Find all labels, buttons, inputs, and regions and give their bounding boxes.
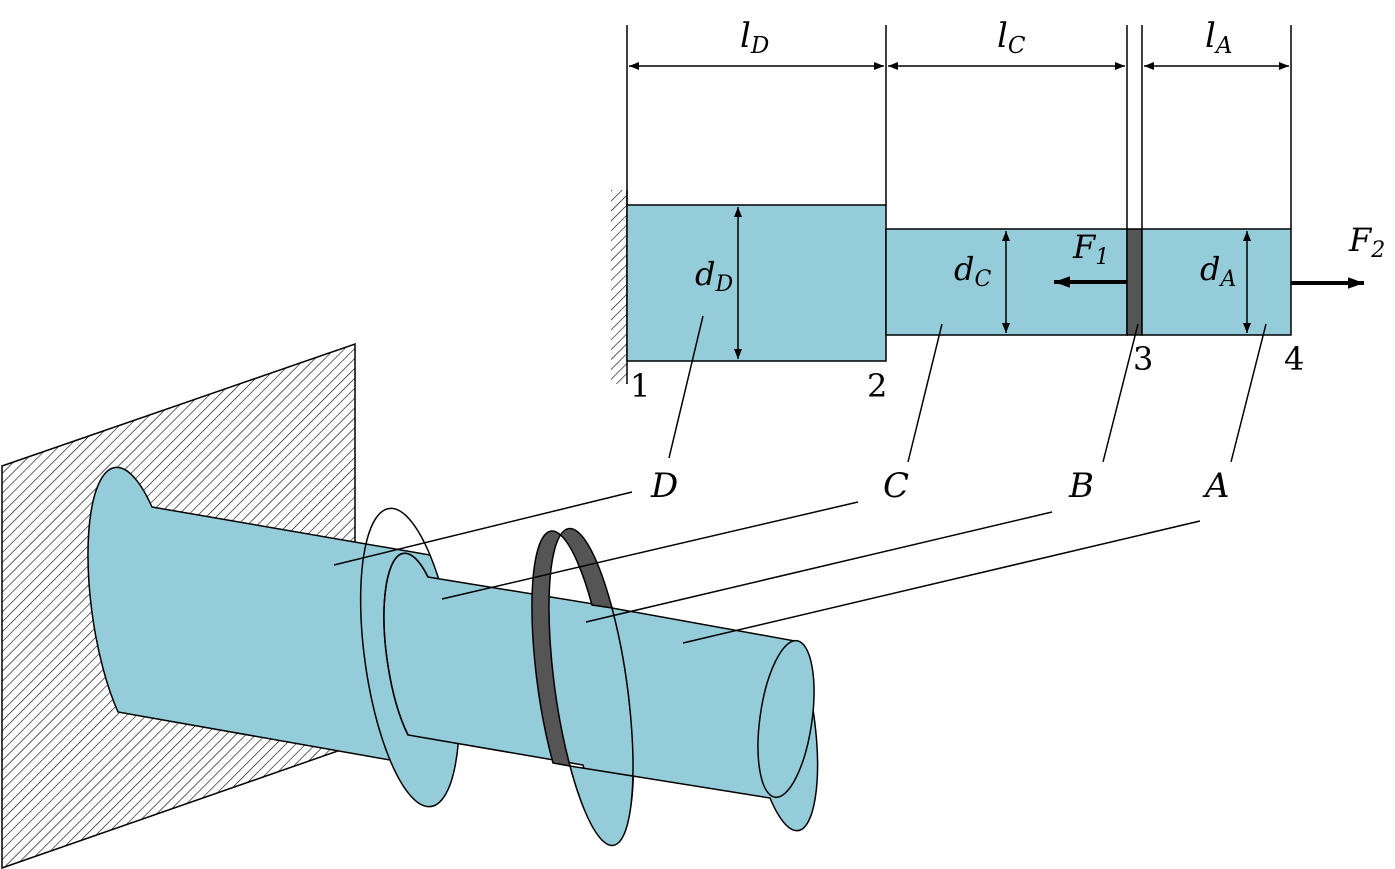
side-wall xyxy=(611,190,627,384)
leader-b-2d xyxy=(1102,323,1139,463)
labels: lD lC lA dD dC dA F1 F2 1 2 3 4 D C xyxy=(630,16,1385,506)
part-label-b: B xyxy=(1068,466,1094,506)
label-l-c: lC xyxy=(997,16,1026,59)
leader-a-2d xyxy=(1230,323,1267,463)
leader-b-3d xyxy=(585,511,1053,623)
part-label-c: C xyxy=(883,466,909,506)
label-l-d: lD xyxy=(740,16,769,59)
label-d-d: dD xyxy=(695,255,733,297)
part-label-d: D xyxy=(650,466,678,506)
station-4: 4 xyxy=(1284,340,1304,378)
label-f2: F2 xyxy=(1348,221,1385,263)
side-view xyxy=(611,25,1364,463)
segment-a xyxy=(1141,228,1292,336)
station-3: 3 xyxy=(1133,340,1153,378)
label-l-a: lA xyxy=(1205,16,1233,59)
part-label-a: A xyxy=(1202,466,1230,506)
segment-d xyxy=(626,204,887,362)
label-d-a: dA xyxy=(1200,250,1236,292)
label-f1: F1 xyxy=(1072,228,1109,270)
station-2: 2 xyxy=(867,367,887,405)
segment-b xyxy=(1126,228,1143,336)
isometric-view xyxy=(1,342,1201,869)
leader-d-3d xyxy=(333,491,633,566)
station-1: 1 xyxy=(630,367,650,405)
leader-d-2d xyxy=(668,315,704,459)
leader-a-3d xyxy=(682,520,1201,644)
leader-c-2d xyxy=(907,323,943,463)
label-d-c: dC xyxy=(954,250,991,292)
section-a-3d xyxy=(568,607,819,847)
leader-c-3d xyxy=(441,501,859,600)
